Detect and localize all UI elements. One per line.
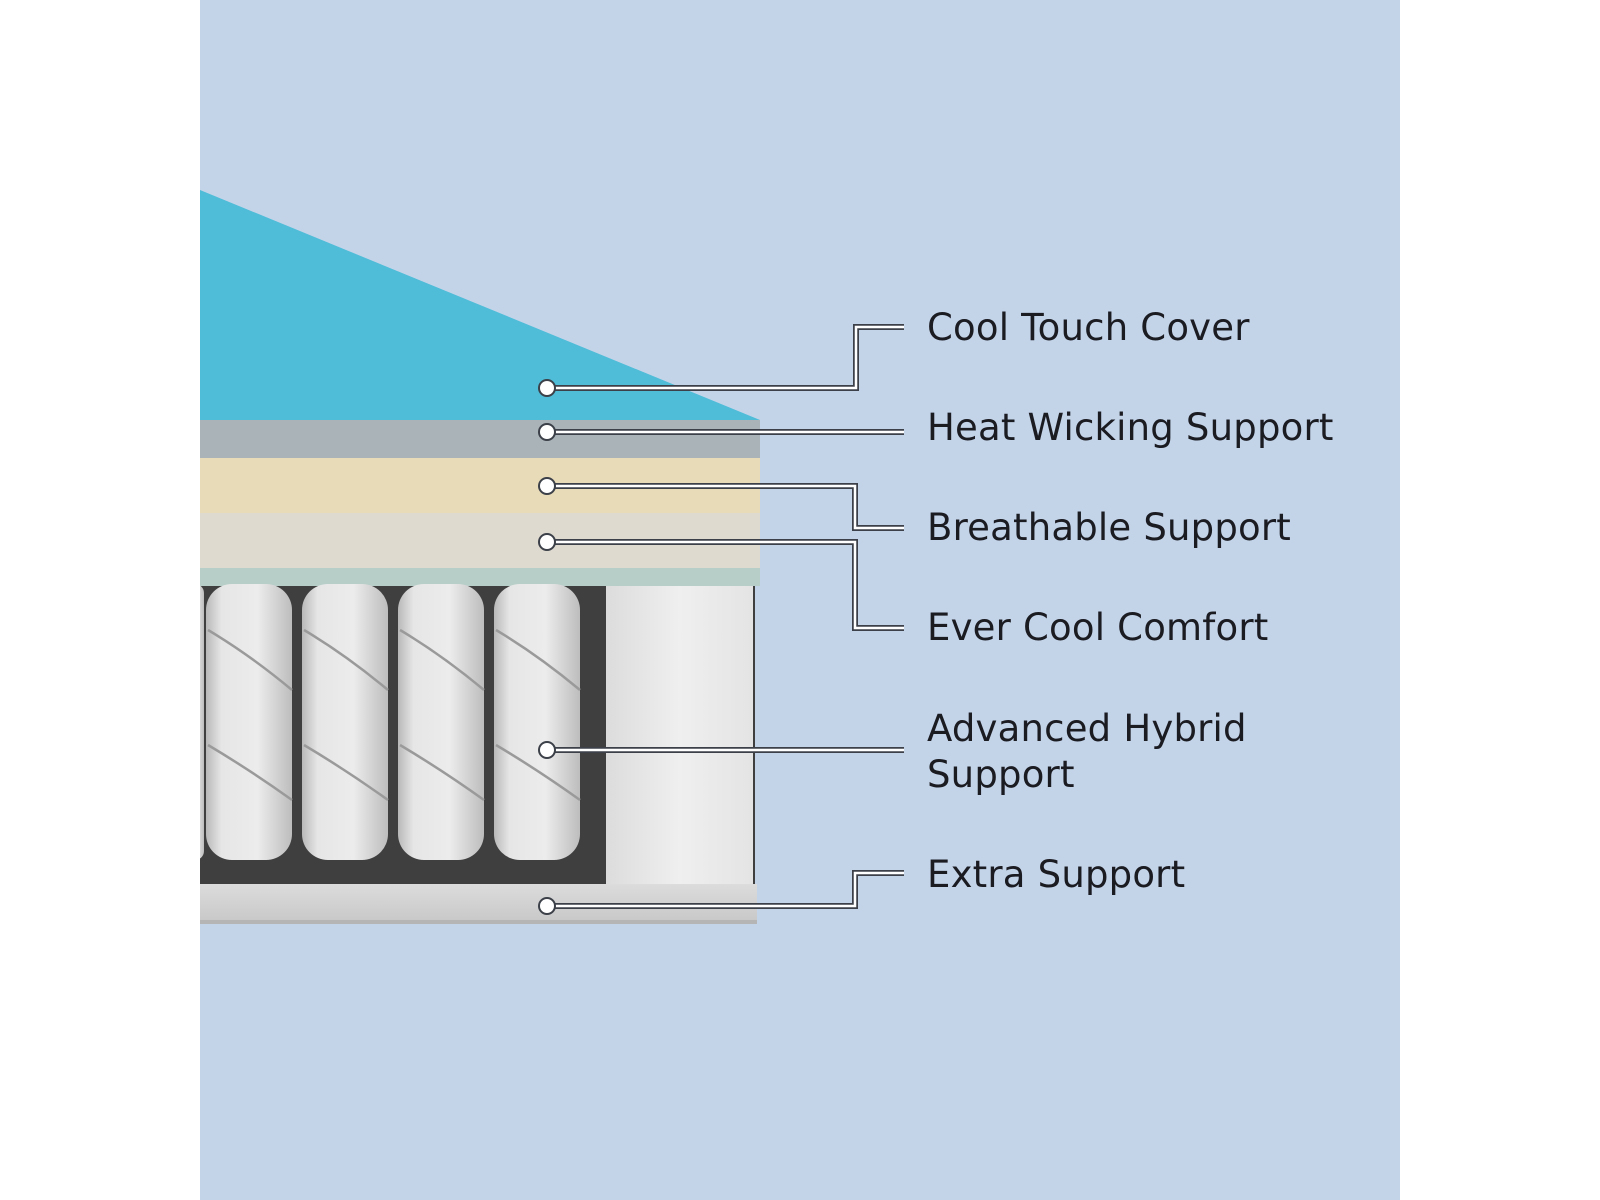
base-shadow xyxy=(200,920,757,924)
leader-advanced-hybrid-support xyxy=(538,741,904,759)
diagram-panel: Cool Touch Cover Heat Wicking Support Br… xyxy=(200,0,1400,1200)
pocketed-coil xyxy=(200,585,204,859)
pocketed-coil xyxy=(206,584,292,860)
transition-layer xyxy=(200,568,760,586)
heat-wicking-support-layer xyxy=(200,420,760,458)
label-extra-support: Extra Support xyxy=(927,853,1186,896)
leader-ever-cool-comfort xyxy=(538,533,904,631)
pocketed-coil xyxy=(494,584,580,860)
leader-extra-support xyxy=(538,870,904,915)
leader-heat-wicking-support xyxy=(538,423,904,441)
mattress-cross-section-diagram xyxy=(200,190,904,924)
label-cool-touch-cover: Cool Touch Cover xyxy=(927,306,1250,349)
side-foam-encasement xyxy=(606,586,753,889)
leader-breathable-support xyxy=(538,477,904,531)
leader-cool-touch-cover xyxy=(538,324,904,397)
pocketed-coil xyxy=(398,584,484,860)
label-heat-wicking-support: Heat Wicking Support xyxy=(927,406,1334,449)
label-ever-cool-comfort: Ever Cool Comfort xyxy=(927,606,1269,649)
pocketed-coil xyxy=(302,584,388,860)
label-advanced-hybrid-support: Advanced Hybrid Support xyxy=(927,707,1247,796)
pocketed-coils xyxy=(200,584,581,860)
label-breathable-support: Breathable Support xyxy=(927,506,1292,549)
cool-touch-cover-layer xyxy=(200,190,760,420)
